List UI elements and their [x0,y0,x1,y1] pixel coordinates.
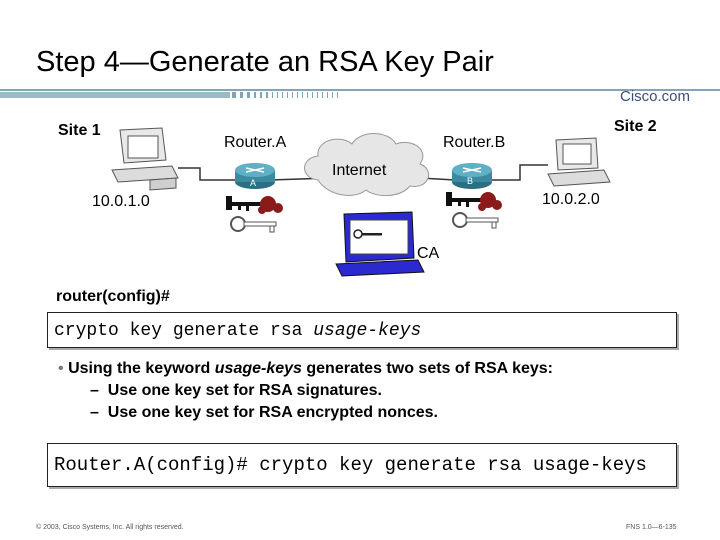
router-b-label: Router.B [443,134,506,151]
key-pair-b-icon [446,192,502,229]
bullet-sub-1: – Use one key set for RSA signatures. [90,382,382,399]
bullet-list: • Using the keyword usage-keys generates… [58,358,553,424]
bullet-main: • Using the keyword usage-keys generates… [58,360,553,377]
key-pair-a-icon [226,196,283,233]
command-syntax-box: crypto key generate rsa usage-keys [47,312,677,348]
title-underline-bar [0,89,720,98]
ca-terminal-icon [335,211,425,277]
router-a-icon [235,163,275,189]
ca-label: CA [417,245,440,262]
site2-computer-icon [547,137,611,187]
router-a-badge: A [250,178,257,188]
network2-label: 10.0.2.0 [542,191,600,208]
example-command-box: Router.A(config)# crypto key generate rs… [47,443,677,487]
router-b-badge: B [467,176,474,186]
bullet-main-prefix: Using the keyword [68,360,215,377]
internet-label: Internet [332,162,387,179]
site1-computer-icon [111,127,179,191]
site2-label: Site 2 [614,118,657,135]
network-links [178,164,548,181]
footer-page-number: FNS 1.0—6-135 [626,524,677,531]
command-syntax-prefix: crypto key generate rsa [54,321,314,341]
command-syntax: crypto key generate rsa usage-keys [54,321,421,341]
network1-label: 10.0.1.0 [92,193,150,210]
bullet-main-suffix: generates two sets of RSA keys: [301,360,553,377]
bullet-sub-2: – Use one key set for RSA encrypted nonc… [90,404,438,421]
footer-copyright: © 2003, Cisco Systems, Inc. All rights r… [36,524,184,531]
slide-title: Step 4—Generate an RSA Key Pair [36,46,494,78]
example-command: Router.A(config)# crypto key generate rs… [54,454,647,476]
router-b-icon [452,163,492,189]
bullet-main-keyword: usage-keys [214,360,302,377]
router-a-label: Router.A [224,134,287,151]
cisco-brand-logo: Cisco.com [620,88,691,105]
internet-cloud-icon [304,133,430,196]
site1-label: Site 1 [58,122,101,139]
config-prompt: router(config)# [56,288,170,305]
network-diagram [111,127,611,277]
command-syntax-keyword: usage-keys [313,321,422,341]
